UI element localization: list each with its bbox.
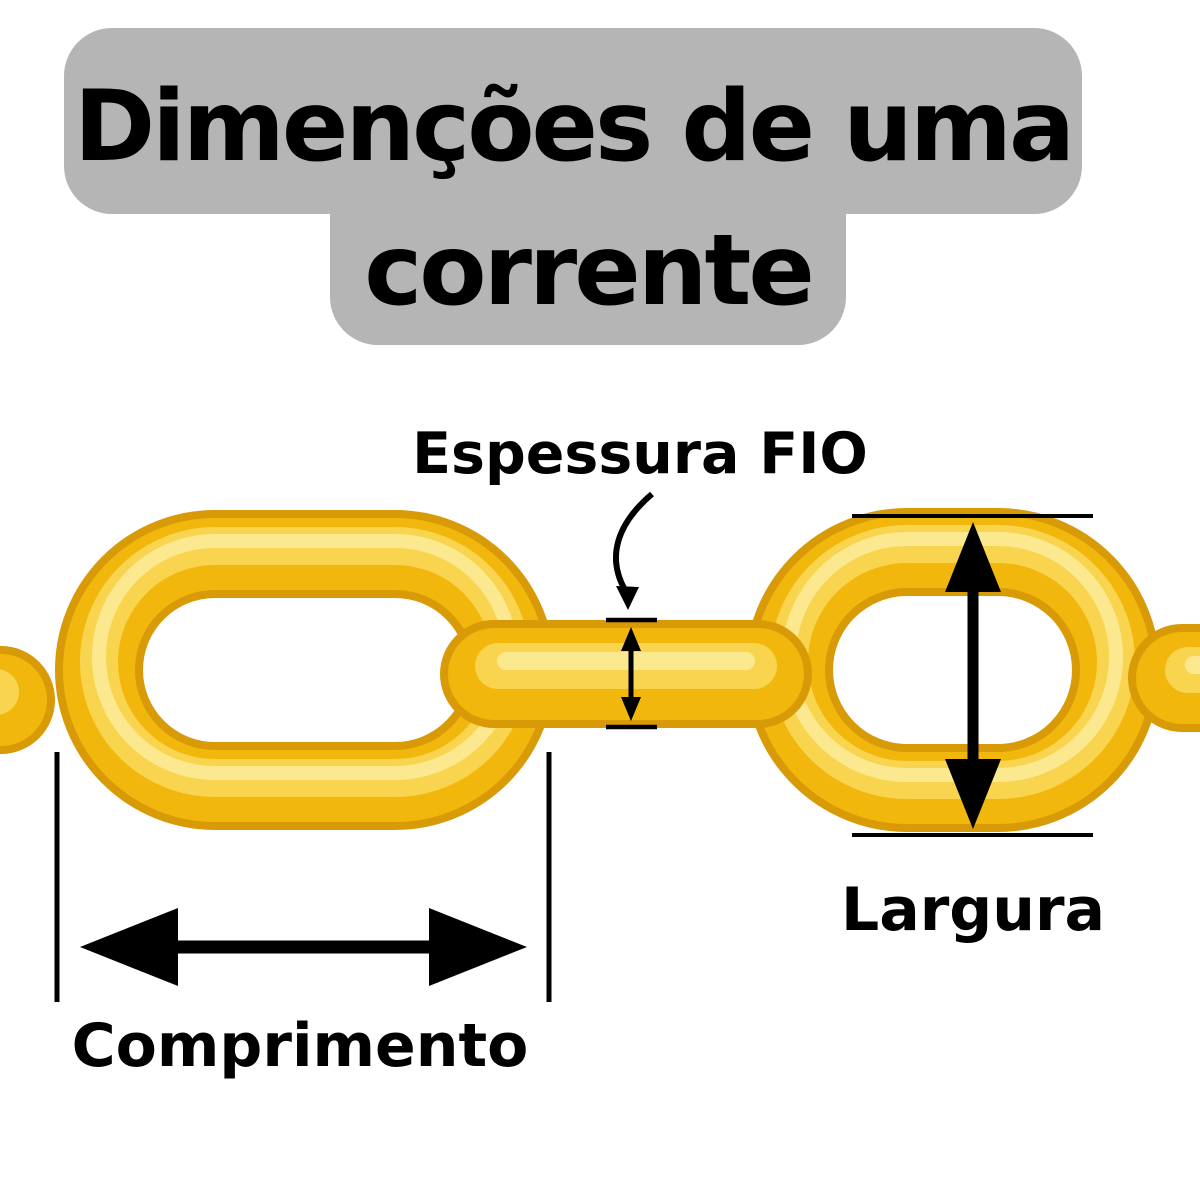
width-label: Largura	[840, 875, 1106, 945]
length-label: Comprimento	[71, 1011, 529, 1081]
pointer-curve	[613, 491, 654, 592]
wire-thickness-arrowhead-up-icon	[621, 627, 641, 651]
width-arrowhead-up-icon	[945, 522, 1001, 592]
page-title-line-1: Dimenções de uma	[73, 70, 1075, 184]
page-title-line-2: corrente	[364, 214, 815, 328]
chain-connector-middle	[440, 620, 812, 728]
title-banner-bottom	[330, 160, 846, 345]
width-measure-arrow	[852, 514, 1093, 837]
length-arrowhead-left-icon	[80, 908, 178, 986]
pointer-arrowhead-down-icon	[616, 586, 639, 610]
chain-connector-left-edge	[0, 646, 55, 754]
wire-thickness-measure-arrow	[606, 617, 657, 730]
width-arrowhead-down-icon	[945, 759, 1001, 829]
chain-connector-right-edge	[1128, 624, 1200, 732]
length-measure-arrow	[54, 752, 552, 1002]
wire-thickness-label: Espessura FIO	[412, 421, 868, 487]
length-arrowhead-right-icon	[429, 908, 527, 986]
wire-thickness-arrowhead-down-icon	[621, 697, 641, 721]
wire-thickness-pointer-arrow	[613, 491, 654, 610]
